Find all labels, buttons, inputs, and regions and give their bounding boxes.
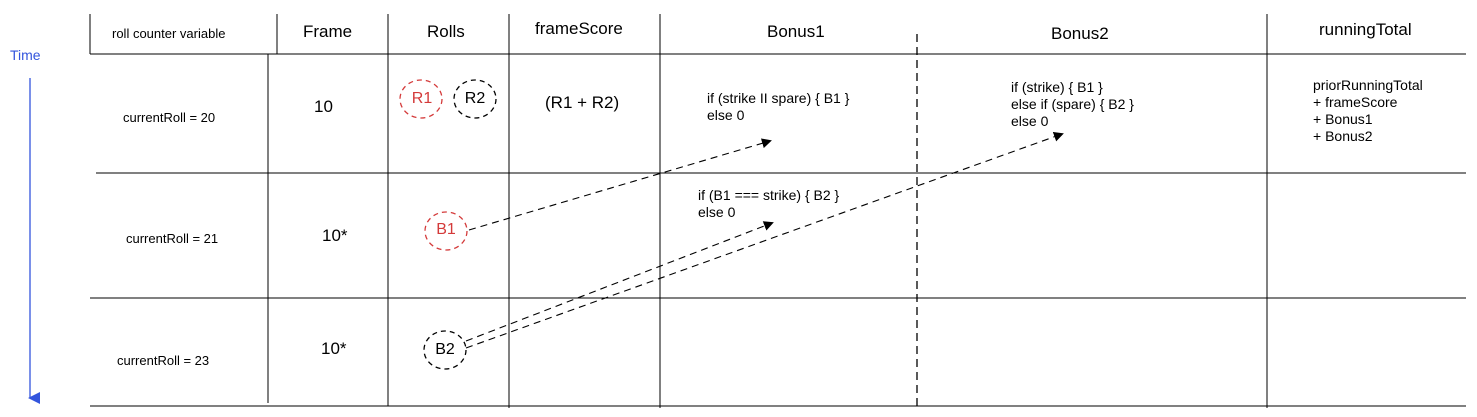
- arrow-b1-to-bonus1: [468, 138, 772, 231]
- header-bonus1: Bonus1: [767, 22, 825, 41]
- roll-label-b2: B2: [435, 341, 455, 358]
- roll-circle-b2: [423, 330, 467, 370]
- header-frame-score: frameScore: [535, 19, 623, 38]
- frame-score-cell: (R1 + R2): [545, 93, 620, 112]
- roll-counter-cell: currentRoll = 20: [123, 110, 216, 125]
- frame-cell: 10*: [321, 339, 347, 358]
- header-rolls: Rolls: [427, 22, 465, 41]
- roll-counter-cell: currentRoll = 23: [117, 353, 210, 368]
- frame-cell: 10*: [322, 226, 348, 245]
- roll-circle-r1: [399, 79, 443, 119]
- bonus1-cell: if (B1 === strike) { B2 } else 0: [698, 187, 840, 220]
- roll-circle-r2: [453, 79, 497, 119]
- roll-label-r1: R1: [411, 90, 433, 107]
- frame-cell: 10: [314, 97, 333, 116]
- header-running-total: runningTotal: [1319, 20, 1412, 39]
- roll-circle-b1: [424, 211, 468, 251]
- roll-label-r2: R2: [464, 90, 486, 107]
- time-label: Time: [10, 47, 41, 63]
- header-frame: Frame: [303, 22, 353, 41]
- running-total-cell: priorRunningTotal + frameScore + Bonus1 …: [1313, 77, 1423, 144]
- header-bonus2: Bonus2: [1051, 24, 1109, 43]
- arrow-b2-to-bonus1: [465, 221, 774, 342]
- bonus2-cell: if (strike) { B1 } else if (spare) { B2 …: [1011, 79, 1134, 129]
- bonus1-cell: if (strike II spare) { B1 } else 0: [707, 90, 850, 123]
- roll-label-b1: B1: [436, 221, 456, 238]
- roll-counter-cell: currentRoll = 21: [126, 231, 219, 246]
- header-roll-counter: roll counter variable: [112, 26, 226, 41]
- arrow-b2-to-bonus2: [465, 131, 1064, 349]
